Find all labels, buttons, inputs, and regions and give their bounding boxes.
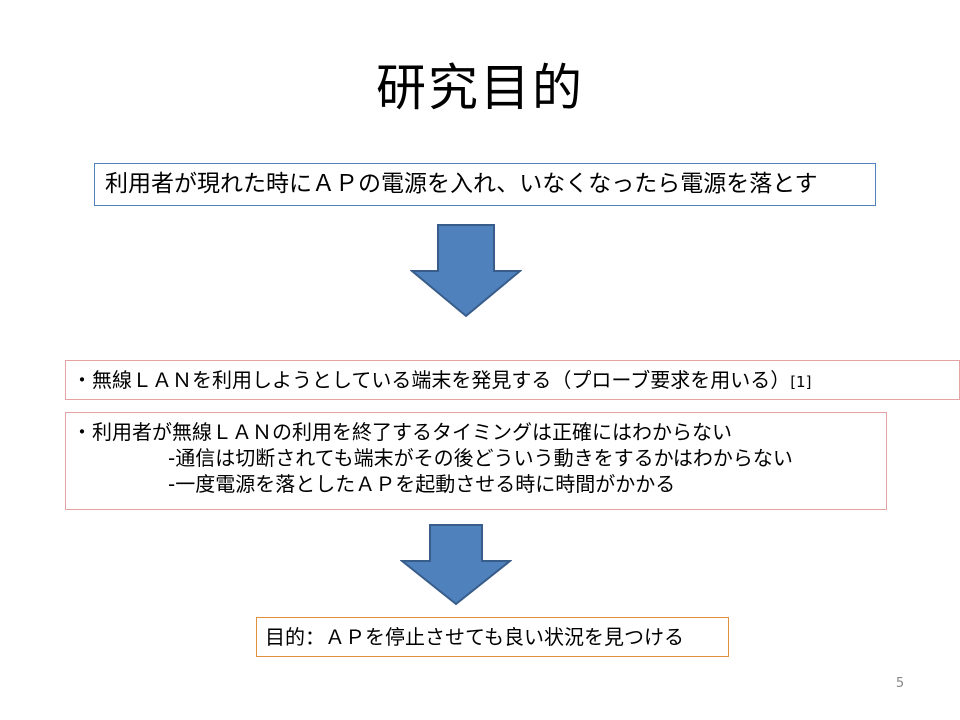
probe-reference: [1] [790, 373, 812, 391]
purpose-text: 目的：ＡＰを停止させても良い状況を見つける [265, 625, 684, 649]
goal-box: 利用者が現れた時にＡＰの電源を入れ、いなくなったら電源を落とす [94, 163, 876, 206]
probe-box: ・無線ＬＡＮを利用しようとしている端末を発見する（プローブ要求を用いる）[1] [65, 360, 960, 400]
slide-title: 研究目的 [376, 59, 584, 117]
probe-text: ・無線ＬＡＮを利用しようとしている端末を発見する（プローブ要求を用いる） [72, 368, 791, 392]
issue-main-text: ・利用者が無線ＬＡＮの利用を終了するタイミングは正確にはわからない [72, 420, 732, 444]
down-arrow-icon [410, 224, 522, 318]
slide-number: 5 [895, 676, 905, 691]
issue-box: ・利用者が無線ＬＡＮの利用を終了するタイミングは正確にはわからない -通信は切断… [65, 412, 887, 510]
purpose-box: 目的：ＡＰを停止させても良い状況を見つける [256, 617, 729, 657]
down-arrow-icon [400, 524, 512, 606]
goal-text: 利用者が現れた時にＡＰの電源を入れ、いなくなったら電源を落とす [105, 171, 818, 197]
issue-sub-text-1: -通信は切断されても端末がその後どういう動きをするかはわからない [168, 446, 793, 470]
issue-sub-text-2: -一度電源を落としたＡＰを起動させる時に時間がかかる [168, 472, 676, 496]
